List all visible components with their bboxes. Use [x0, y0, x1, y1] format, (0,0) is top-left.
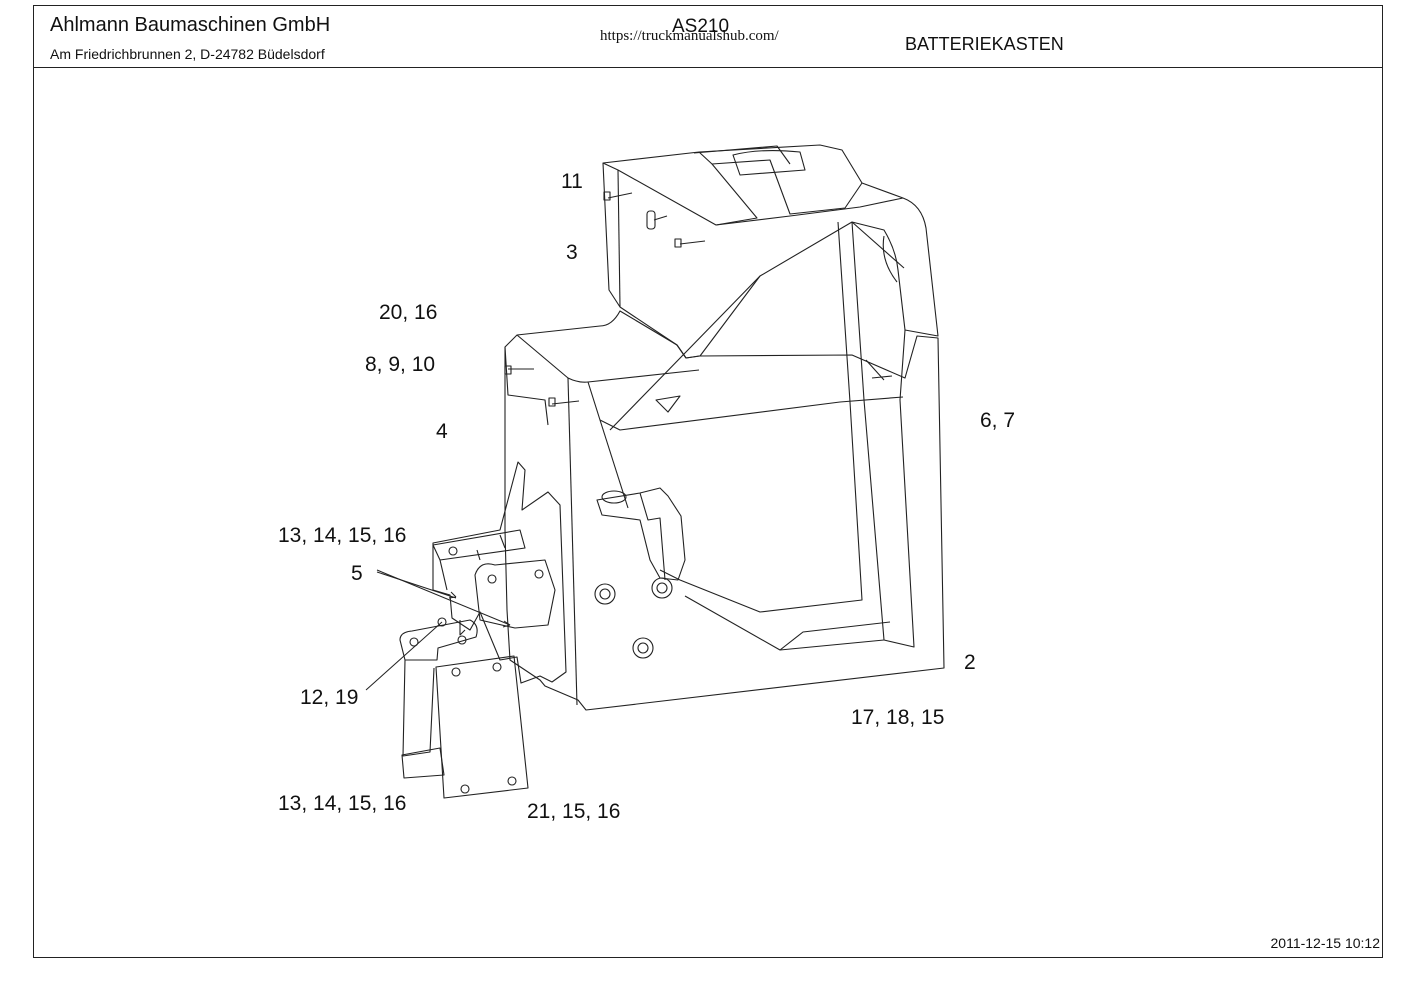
callout-4: 4 [436, 420, 448, 443]
callout-17-18-15: 17, 18, 15 [851, 706, 945, 729]
callout-13-14-15-16-upper: 13, 14, 15, 16 [278, 524, 407, 547]
battery-clamp [596, 487, 686, 581]
callout-3: 3 [566, 241, 578, 264]
callout-6-7: 6, 7 [980, 409, 1016, 432]
section-title: BATTERIEKASTEN [905, 34, 1064, 54]
callout-11: 11 [561, 170, 583, 193]
callout-21-15-16: 21, 15, 16 [527, 800, 621, 823]
mounting-bracket [399, 461, 567, 799]
callout-12-19: 12, 19 [300, 686, 359, 709]
callout-20-16: 20, 16 [379, 301, 438, 324]
model-number: AS210 [672, 16, 730, 37]
callout-2: 2 [964, 651, 976, 674]
watermark-url: https://truckmanualshub.com/ [600, 28, 779, 44]
company-name: Ahlmann Baumaschinen GmbH [50, 14, 331, 36]
print-timestamp: 2011-12-15 10:12 [1270, 935, 1381, 951]
callout-13-14-15-16-lower: 13, 14, 15, 16 [278, 792, 407, 815]
leader-lines [365, 192, 706, 691]
drawing-sheet-frame: Ahlmann Baumaschinen GmbH Am Friedrichbr… [33, 5, 1383, 958]
lower-housing [504, 221, 945, 711]
callout-5: 5 [351, 562, 363, 585]
company-address: Am Friedrichbrunnen 2, D-24782 Büdelsdor… [50, 46, 325, 62]
callout-8-9-10: 8, 9, 10 [365, 353, 436, 376]
title-block: Ahlmann Baumaschinen GmbH Am Friedrichbr… [34, 6, 1382, 68]
upper-housing [602, 144, 939, 359]
